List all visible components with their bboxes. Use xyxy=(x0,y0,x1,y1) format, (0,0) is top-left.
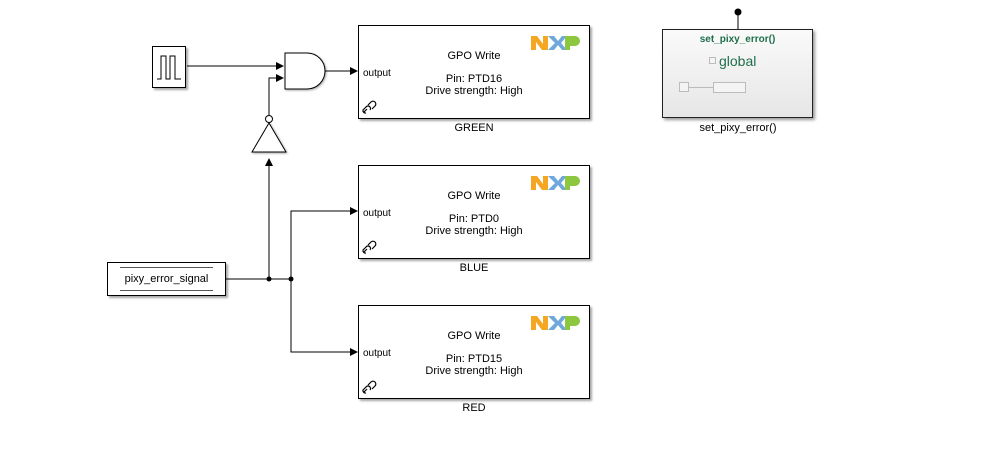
output-port-label: output xyxy=(363,348,391,359)
nxp-logo-icon xyxy=(531,176,580,190)
gpo-write-block-green[interactable]: output GPO Write Pin: PTD16 Drive streng… xyxy=(358,25,590,119)
pulse-generator-block[interactable] xyxy=(152,46,186,88)
pin-label: Pin: PTD15 xyxy=(445,353,503,365)
not-gate-icon[interactable] xyxy=(251,115,287,153)
signal-bottom-rule xyxy=(120,290,213,291)
inner-port-icon xyxy=(679,82,689,92)
output-port-label: output xyxy=(363,68,391,79)
branch-junction xyxy=(288,276,294,282)
nxp-logo-icon xyxy=(531,316,580,330)
drive-strength-label: Drive strength: High xyxy=(425,85,523,97)
library-link-icon xyxy=(362,240,377,254)
inner-wire xyxy=(689,87,713,88)
signal-top-rule xyxy=(120,267,213,268)
trigger-port[interactable] xyxy=(734,8,742,16)
function-call-subsystem-block[interactable]: set_pixy_error() global xyxy=(662,29,813,118)
function-scope-label: global xyxy=(719,53,757,69)
block-name-blue[interactable]: BLUE xyxy=(459,262,489,274)
scope-indicator-icon xyxy=(709,57,716,64)
library-link-icon xyxy=(362,380,377,394)
inner-block-icon xyxy=(713,82,746,93)
signal-source-label: pixy_error_signal xyxy=(124,273,209,285)
output-port-label: output xyxy=(363,208,391,219)
function-block-name[interactable]: set_pixy_error() xyxy=(699,122,777,134)
pulse-wave-icon xyxy=(157,55,181,80)
block-title: GPO Write xyxy=(447,190,501,202)
gpo-write-block-red[interactable]: output GPO Write Pin: PTD15 Drive streng… xyxy=(358,305,590,399)
and-gate-icon[interactable] xyxy=(284,52,326,90)
nxp-logo-icon xyxy=(531,36,580,50)
pin-label: Pin: PTD16 xyxy=(445,73,503,85)
function-header: set_pixy_error() xyxy=(699,34,776,45)
drive-strength-label: Drive strength: High xyxy=(425,225,523,237)
gpo-write-block-blue[interactable]: output GPO Write Pin: PTD0 Drive strengt… xyxy=(358,165,590,259)
block-title: GPO Write xyxy=(447,50,501,62)
wire-signal-to-red[interactable] xyxy=(290,279,358,356)
wire-not-to-and[interactable] xyxy=(268,74,284,115)
wire-signal-to-blue[interactable] xyxy=(290,207,358,279)
block-name-red[interactable]: RED xyxy=(462,402,486,414)
pin-label: Pin: PTD0 xyxy=(448,213,500,225)
drive-strength-label: Drive strength: High xyxy=(425,365,523,377)
library-link-icon xyxy=(362,100,377,114)
signal-source-block[interactable]: pixy_error_signal xyxy=(107,262,226,296)
branch-junction xyxy=(266,276,272,282)
block-title: GPO Write xyxy=(447,330,501,342)
block-name-green[interactable]: GREEN xyxy=(454,122,494,134)
